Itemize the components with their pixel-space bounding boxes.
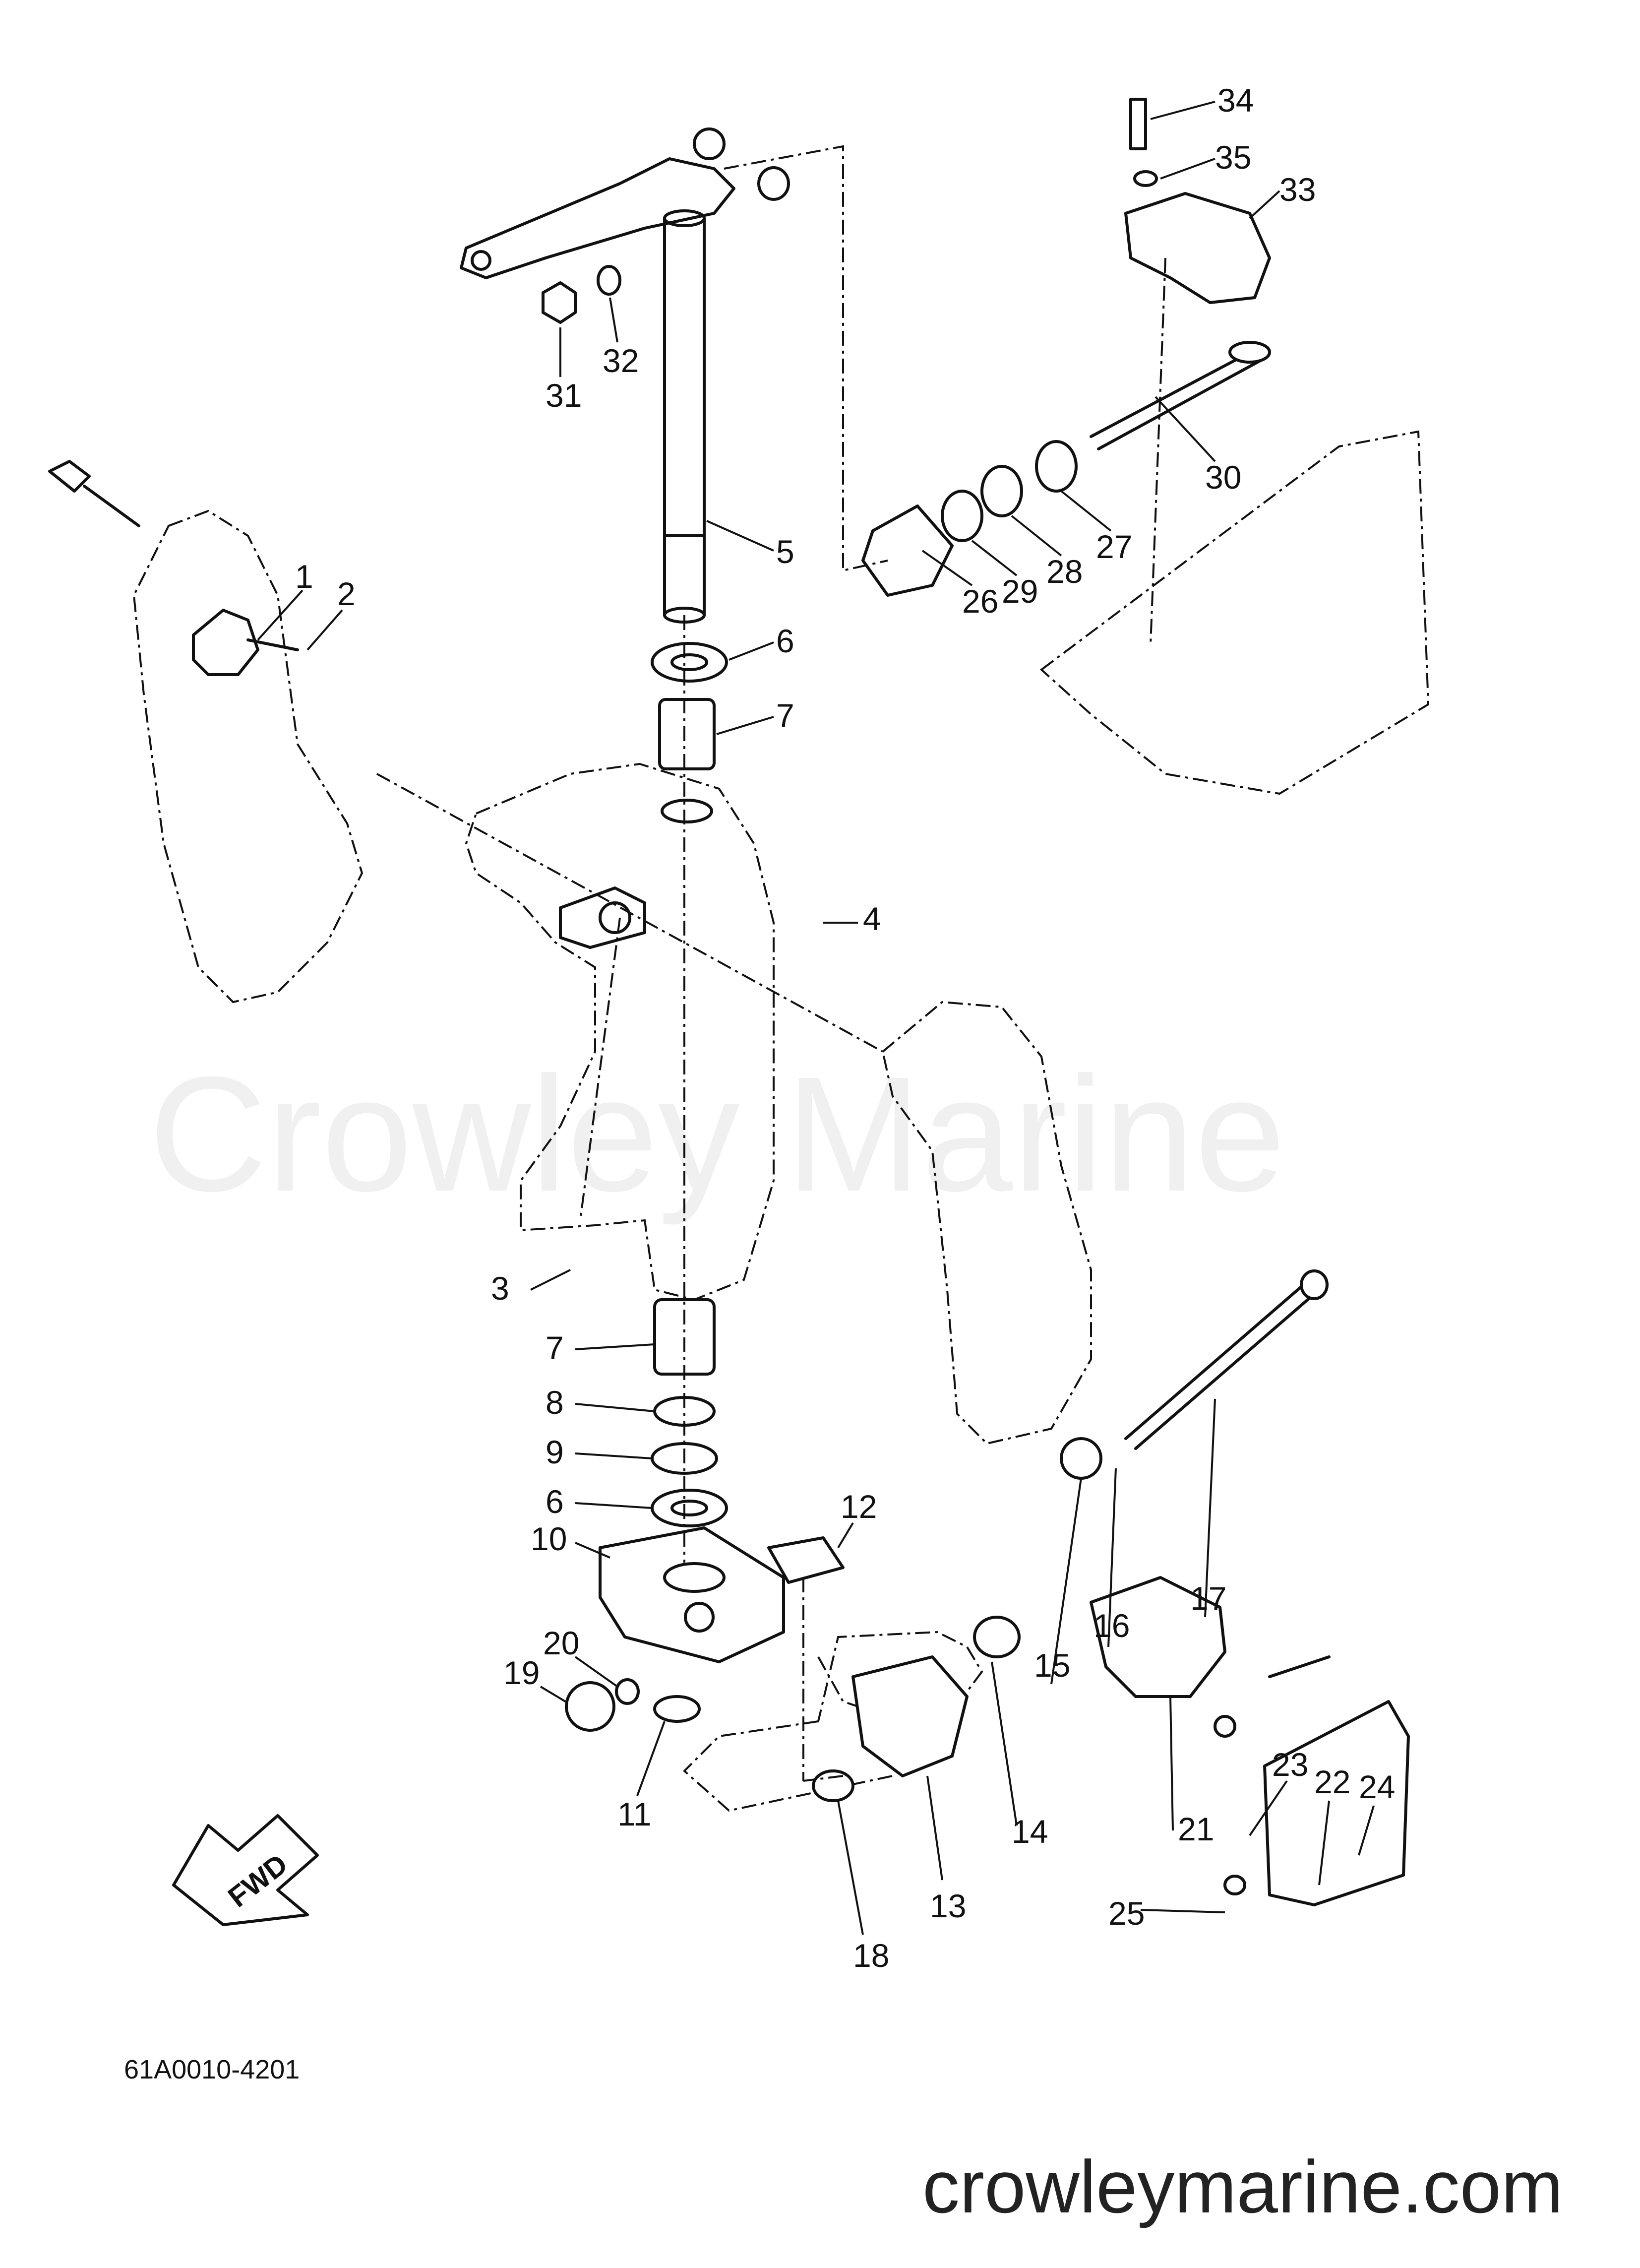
lower-mount-assembly [812,1269,1410,1906]
callout-22: 22 [1314,1764,1350,1800]
callout-24: 24 [1359,1768,1395,1805]
callout-35: 35 [1215,139,1251,176]
website-url: crowleymarine.com [922,2145,1563,2228]
callout-28: 28 [1046,553,1083,590]
swivel-bracket [465,762,775,1301]
callout-26: 26 [962,583,998,620]
lower-cowling-ghost [683,430,1430,1812]
callout-5: 5 [776,533,794,570]
callout-20: 20 [543,1625,579,1661]
callout-9: 9 [546,1434,564,1470]
callout-34: 34 [1217,82,1254,119]
washers-upper [651,642,728,770]
callout-4: 4 [863,900,881,937]
callout-14: 14 [1012,1813,1048,1850]
steering-shaft [663,209,706,624]
callout-7: 7 [776,697,794,734]
callout-21: 21 [1178,1811,1214,1847]
steering-arm [460,127,790,279]
callout-12: 12 [841,1488,877,1525]
bushings-lower [651,1298,728,1527]
callout-17: 17 [1190,1580,1226,1617]
callout-32: 32 [603,342,639,379]
callout-labels: 1 2 3 4 5 6 7 7 8 9 6 10 11 12 13 14 15 … [295,82,1395,1974]
assembly-centerlines [376,145,1166,1782]
fwd-arrow: FWD [172,1814,319,1926]
callout-19: 19 [503,1654,540,1691]
callout-13: 13 [930,1888,966,1924]
callout-31: 31 [546,377,582,414]
callout-29: 29 [1002,573,1038,610]
upper-mount-parts [861,98,1271,597]
callout-30: 30 [1205,459,1241,496]
clamp-bracket-right [881,1001,1092,1445]
callout-16: 16 [1093,1607,1130,1644]
callout-3: 3 [491,1270,509,1307]
callout-27: 27 [1096,528,1132,565]
callout-8: 8 [546,1384,564,1421]
callout-23: 23 [1272,1746,1308,1783]
callout-2: 2 [337,575,356,612]
callout-6-lower: 6 [546,1483,564,1520]
diagram-code: 61A0010-4201 [124,2055,300,2084]
callout-33: 33 [1279,171,1316,208]
nut-and-washer [542,265,621,324]
callout-7-lower: 7 [546,1329,564,1366]
callout-6: 6 [776,623,794,659]
callout-11: 11 [617,1796,652,1832]
callout-25: 25 [1108,1895,1145,1932]
clamp-bracket-left [132,509,364,1004]
lower-mount-housing [599,1526,845,1663]
callout-10: 10 [531,1520,567,1557]
leader-lines [257,101,1375,1935]
cap-washer-clip [565,1678,701,1732]
fwd-label: FWD [222,1848,294,1914]
trim-sender [48,460,299,676]
callout-1: 1 [295,558,313,595]
watermark: Crowley Marine [149,1042,1285,1226]
callout-18: 18 [853,1937,889,1974]
